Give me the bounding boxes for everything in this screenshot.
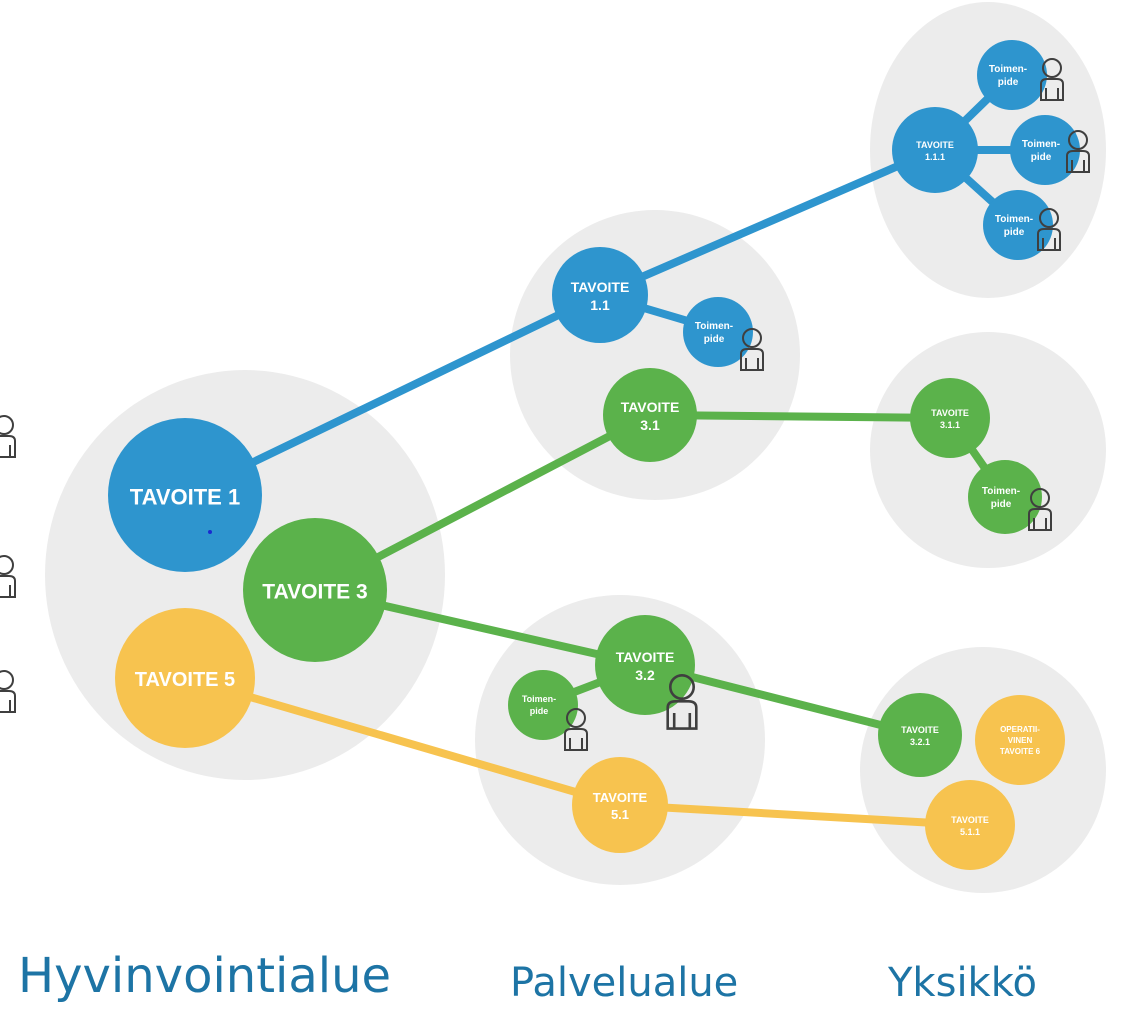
node-tavoite-1-1-1-action-b xyxy=(1010,115,1080,185)
node-labels: TAVOITE 1 TAVOITE 3 TAVOITE 5 TAVOITE 1.1… xyxy=(130,64,1060,837)
node-label-line: pide xyxy=(1004,227,1025,238)
connector-t51-t511 xyxy=(616,801,974,829)
label-tavoite-3: TAVOITE 3 xyxy=(262,580,367,603)
label-tavoite-3-2-1: TAVOITE 3.2.1 xyxy=(901,725,939,747)
person-icon xyxy=(1040,58,1064,101)
person-icon xyxy=(0,670,16,713)
label-tavoite-1-1: TAVOITE 1.1 xyxy=(571,279,630,313)
label-tavoite-1-1-1-action-a: Toimen-pide xyxy=(989,64,1027,88)
node-tavoite-3-1 xyxy=(603,368,697,462)
node-label-line: TAVOITE xyxy=(593,790,648,805)
node-label-line: Toimen- xyxy=(695,321,733,332)
node-label-line: 1.1 xyxy=(590,297,610,313)
node-label-line: 5.1 xyxy=(611,807,629,822)
node-tavoite-3-1-1 xyxy=(910,378,990,458)
node-label-line: Toimen- xyxy=(989,64,1027,75)
node-label-line: 3.1.1 xyxy=(940,420,960,430)
person-icons xyxy=(0,58,1090,751)
node-tavoite-3-2-action xyxy=(508,670,578,740)
node-tavoite-1 xyxy=(108,418,262,572)
person-icon xyxy=(564,708,588,751)
node-label-line: Toimen- xyxy=(522,694,556,704)
node-label-line: Toimen- xyxy=(982,486,1020,497)
node-label-line: TAVOITE xyxy=(916,140,954,150)
person-icon xyxy=(740,328,764,371)
node-label-line: TAVOITE xyxy=(931,408,969,418)
label-tavoite-3-2-action: Toimen-pide xyxy=(522,694,556,716)
label-tavoite-1-1-1-action-b: Toimen-pide xyxy=(1022,139,1060,163)
node-tavoite-1-1-1-action-a xyxy=(977,40,1047,110)
node-label-line: VINEN xyxy=(1008,736,1033,745)
label-tavoite-3-1-1-action: Toimen-pide xyxy=(982,486,1020,510)
label-tavoite-1-1-action: Toimen-pide xyxy=(695,321,733,345)
node-label-line: TAVOITE 1 xyxy=(130,485,240,510)
node-label-line: TAVOITE 5 xyxy=(135,669,235,691)
node-tavoite-3 xyxy=(243,518,387,662)
node-label-line: TAVOITE xyxy=(901,725,939,735)
node-tavoite-1-1-action xyxy=(683,297,753,367)
label-tavoite-3-2: TAVOITE 3.2 xyxy=(616,649,675,683)
cluster-unit-2 xyxy=(870,332,1106,568)
node-label-line: 5.1.1 xyxy=(960,827,980,837)
node-label-line: TAVOITE 6 xyxy=(1000,747,1041,756)
label-tavoite-5-1: TAVOITE 5.1 xyxy=(593,790,648,822)
node-label-line: TAVOITE 3 xyxy=(262,580,367,603)
person-icon xyxy=(0,415,16,458)
node-label-line: 3.1 xyxy=(640,417,660,433)
node-label-line: pide xyxy=(998,77,1019,88)
label-tavoite-3-1: TAVOITE 3.1 xyxy=(621,399,680,433)
label-tavoite-5-1-1: TAVOITE 5.1.1 xyxy=(951,815,989,837)
node-tavoite-3-2-1 xyxy=(878,693,962,777)
person-icon xyxy=(1066,130,1090,173)
label-operatiivinen-tavoite-6: OPERATII- VINEN TAVOITE 6 xyxy=(1000,725,1041,756)
node-operatiivinen-tavoite-6 xyxy=(975,695,1065,785)
nodes xyxy=(108,40,1080,870)
node-label-line: Toimen- xyxy=(995,214,1033,225)
level-label-region: Hyvinvointialue xyxy=(18,948,392,1004)
label-tavoite-1-1-1: TAVOITE 1.1.1 xyxy=(916,140,954,162)
node-tavoite-1-1-1 xyxy=(892,107,978,193)
person-icon xyxy=(0,555,16,598)
node-label-line: TAVOITE xyxy=(571,279,630,295)
node-label-line: 3.2.1 xyxy=(910,737,930,747)
level-label-unit: Yksikkö xyxy=(888,960,1037,1006)
node-label-line: pide xyxy=(530,706,549,716)
node-label-line: TAVOITE xyxy=(621,399,680,415)
person-icon xyxy=(1037,208,1061,251)
node-label-line: pide xyxy=(991,499,1012,510)
node-label-line: 3.2 xyxy=(635,667,655,683)
node-tavoite-5-1-1 xyxy=(925,780,1015,870)
node-label-line: pide xyxy=(704,334,725,345)
node-tavoite-3-1-1-action xyxy=(968,460,1042,534)
node-label-line: OPERATII- xyxy=(1000,725,1040,734)
label-tavoite-1: TAVOITE 1 xyxy=(130,485,240,510)
node-label-line: Toimen- xyxy=(1022,139,1060,150)
level-label-service-area: Palvelualue xyxy=(510,960,739,1006)
node-label-line: pide xyxy=(1031,152,1052,163)
label-tavoite-3-1-1: TAVOITE 3.1.1 xyxy=(931,408,969,430)
connector-t5-t51 xyxy=(181,674,624,809)
node-tavoite-1-1-1-action-c xyxy=(983,190,1053,260)
node-label-line: TAVOITE xyxy=(616,649,675,665)
label-tavoite-5: TAVOITE 5 xyxy=(135,669,235,691)
node-label-line: TAVOITE xyxy=(951,815,989,825)
node-tavoite-5 xyxy=(115,608,255,748)
node-tavoite-1-1 xyxy=(552,247,648,343)
connector-t11-t111 xyxy=(596,146,939,299)
label-tavoite-1-1-1-action-c: Toimen-pide xyxy=(995,214,1033,238)
node-tavoite-5-1 xyxy=(572,757,668,853)
person-icon xyxy=(666,674,698,730)
center-dot xyxy=(208,530,212,534)
person-icon xyxy=(1028,488,1052,531)
node-label-line: 1.1.1 xyxy=(925,152,945,162)
connector-t31-t311 xyxy=(646,411,954,422)
